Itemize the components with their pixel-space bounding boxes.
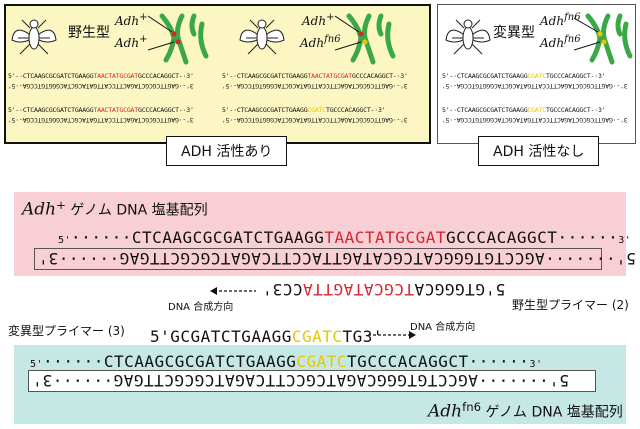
- mini-seq-mut2-top: 5'-·CTCAAGCGCGATCTGAAGGCGATCTGCCCACAGGCT…: [442, 106, 606, 114]
- fly-icon-heterozygous: [239, 19, 285, 55]
- wildtype-genome-section: [14, 192, 626, 276]
- allele-label-wt-1: Adh+: [115, 12, 148, 28]
- fly-icon-mutant: [445, 19, 491, 55]
- wildtype-bottom-strand-box: [34, 248, 602, 270]
- allele-label-het-1: Adh+: [302, 12, 335, 28]
- fly-icon-wildtype: [11, 19, 57, 55]
- allele-label-wt-2: Adh+: [115, 34, 148, 50]
- wildtype-top-strand: 5'······CTCAAGCGCGATCTGAAGGTAACTATGCGATG…: [58, 228, 632, 247]
- primer-2-direction-label: DNA 合成方向: [168, 302, 234, 313]
- primer-2-label: 野生型プライマー (2): [512, 298, 629, 312]
- mini-seq-mut-top: 5'-·CTCAAGCGCGATCTGAAGGCGATCTGCCCACAGGCT…: [442, 72, 606, 80]
- wildtype-panel: [4, 4, 431, 144]
- chromosome-icon-wt: [148, 13, 209, 65]
- mini-seq-wt-top: 5'-·CTCAAGCGCGATCTGAAGGTAACTATGCGATGCCCA…: [8, 72, 194, 80]
- chromosome-icon-mut: [574, 13, 633, 65]
- mini-seq-wt2-bottom: 3'-·GAGTTCGCGCTAGACTTCCATTGATACGCTACGGGT…: [8, 116, 194, 124]
- mini-seq-het-top: 5'-·CTCAAGCGCGATCTGAAGGTAACTATGCGATGCCCA…: [222, 72, 408, 80]
- mini-seq-wt-bottom: 3'-·GAGTTCGCGCTAGACTTCCATTGATACGCTACGGGT…: [8, 82, 194, 90]
- wildtype-label: 野生型: [68, 25, 110, 41]
- mini-seq-mut-bottom: 3'-·GAGTTCGCGCTAGACTTCCATTGATACGCTACGGGT…: [442, 82, 628, 90]
- wildtype-bottom-strand: 5'·······AGCCTGTGGGCATCGCATAGTTACCTTCAGA…: [38, 249, 636, 268]
- mini-seq-het2-top: 5'-·CTCAAGCGCGATCTGAAGGCGATCTGCCCACAGGCT…: [222, 106, 386, 114]
- primer-2-sequence: 5'GTGGGCATCGCATAGTTACC3': [262, 280, 506, 299]
- allele-label-mut-1: Adhfn6: [540, 12, 581, 28]
- wildtype-genome-title: Adh+ ゲノム DNA 塩基配列: [22, 198, 208, 220]
- mutant-bottom-strand-box: [28, 370, 596, 392]
- allele-label-het-2: Adhfn6: [300, 34, 341, 50]
- mutant-label: 変異型: [493, 25, 535, 41]
- mini-seq-wt2-top: 5'-·CTCAAGCGCGATCTGAAGGTAACTATGCGATGCCCA…: [8, 106, 194, 114]
- mini-seq-mut2-bottom: 3'-·GAGTTCGCGCTAGACTTCCATTGATACGCTACGGGT…: [442, 116, 628, 124]
- mini-seq-het2-bottom: 3'-·GAGTTCGCGCTAGACTTCCATTGATACGCTACGGGT…: [222, 116, 408, 124]
- primer-3-label: 変異型プライマー (3): [8, 324, 125, 338]
- chromosome-icon-het: [335, 13, 396, 65]
- adh-active-label: ADH 活性あり: [166, 136, 288, 166]
- primer-3-sequence: 5'GCGATCTGAAGGCGATCTG3': [150, 327, 384, 346]
- primer-2-arrow-icon: [210, 287, 256, 295]
- primer-3-arrow-icon: [368, 331, 416, 339]
- mutant-top-strand: 5'······CTCAAGCGCGATCTGAAGGCGATCTGCCCACA…: [30, 352, 543, 371]
- allele-label-mut-2: Adhfn6: [540, 34, 581, 50]
- mutant-genome-title: Adhfn6 ゲノム DNA 塩基配列: [428, 400, 623, 422]
- mini-seq-het-bottom: 3'-·GAGTTCGCGCTAGACTTCCATTGATACGCTACGGGT…: [222, 82, 408, 90]
- primer-3-direction-label: DNA 合成方向: [410, 322, 476, 333]
- mutant-bottom-strand: 5'·······AGCCTGTGGGCAGATCGCCTTCAGATCGCGC…: [32, 371, 570, 390]
- adh-inactive-label: ADH 活性なし: [478, 136, 600, 166]
